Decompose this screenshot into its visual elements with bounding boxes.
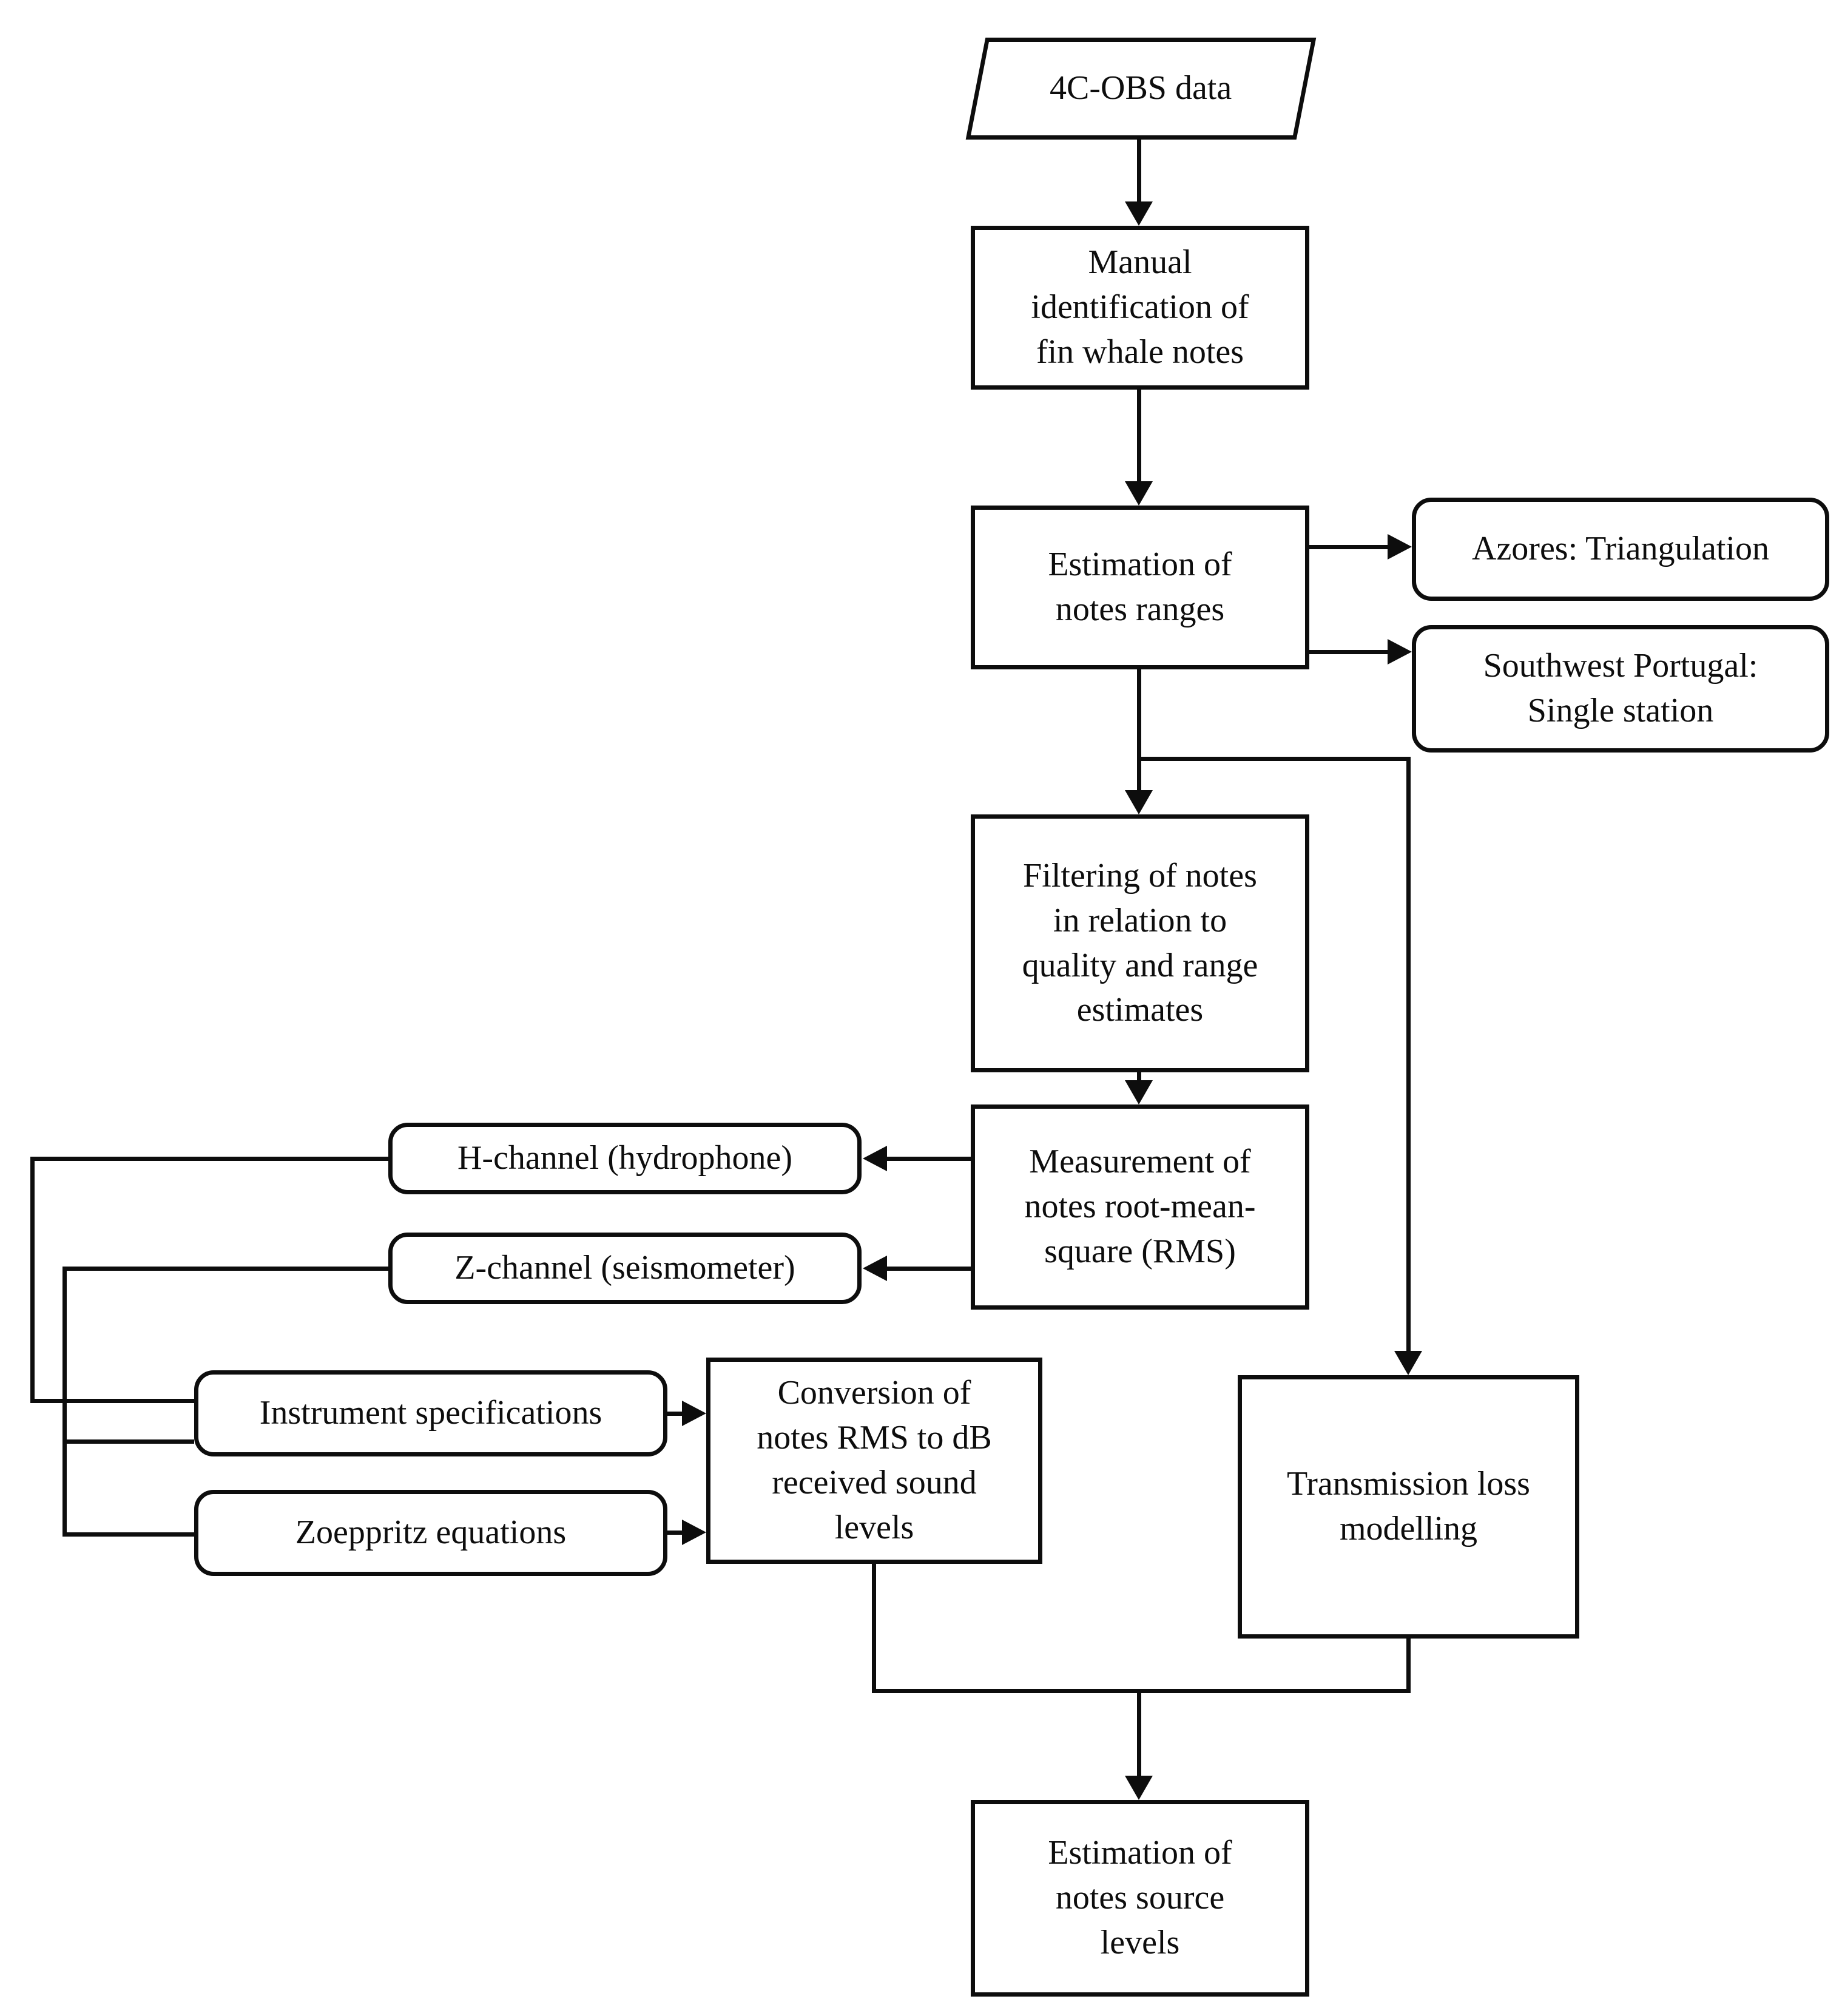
edge-merge-sourcelevels-arrowhead [1125,1776,1153,1800]
node-obs-data: 4C-OBS data [965,38,1317,140]
edge-merge-sourcelevels-line [1137,1689,1141,1776]
node-azores-triangulation-label: Azores: Triangulation [1472,530,1769,568]
node-zoeppritz-equations-label: Zoeppritz equations [295,1514,567,1552]
edge-manual-estimation-line [1137,390,1141,484]
edge-instrument-conversion-line [667,1412,683,1416]
edge-zoeppritz-conversion-line [667,1531,683,1535]
edge-obsdata-manual-line [1137,140,1141,204]
node-source-levels: Estimation of notes source levels [971,1800,1309,1997]
edge-estimation-transmission-vline [1406,757,1411,1352]
edge-estimation-swportugal-arrowhead [1388,639,1412,665]
edge-estimation-transmission-hline [1137,757,1411,761]
edge-zchannel-instrument-hline1 [62,1267,388,1271]
node-instrument-specifications-label: Instrument specifications [259,1394,602,1432]
edge-manual-estimation-arrowhead [1125,481,1153,506]
node-source-levels-label: Estimation of notes source levels [1048,1834,1232,1961]
edge-measurement-hchannel-arrowhead [863,1146,887,1171]
node-zoeppritz-equations: Zoeppritz equations [194,1490,667,1576]
edge-obsdata-manual-arrowhead [1125,201,1153,226]
edge-hchannel-instrument-vline [30,1157,35,1403]
edge-estimation-filtering-line [1137,669,1141,790]
edge-merge-hline [872,1689,1411,1693]
edge-measurement-zchannel-arrowhead [863,1256,887,1281]
node-instrument-specifications: Instrument specifications [194,1370,667,1456]
node-filtering-notes: Filtering of notes in relation to qualit… [971,814,1309,1072]
edge-estimation-azores-line [1309,545,1390,549]
edge-hchannel-instrument-hline2 [30,1399,194,1403]
node-southwest-portugal: Southwest Portugal: Single station [1412,625,1829,753]
node-obs-data-label: 4C-OBS data [1050,69,1232,107]
edge-estimation-filtering-arrowhead [1125,790,1153,814]
node-filtering-notes-label: Filtering of notes in relation to qualit… [1022,856,1258,1029]
node-estimation-ranges-label: Estimation of notes ranges [1048,546,1232,628]
node-h-channel: H-channel (hydrophone) [388,1123,862,1194]
edge-filtering-measurement-line [1137,1072,1141,1083]
node-z-channel-label: Z-channel (seismometer) [454,1249,795,1287]
node-z-channel: Z-channel (seismometer) [388,1233,862,1304]
node-southwest-portugal-label: Southwest Portugal: Single station [1483,647,1758,729]
edge-zchannel-vline [62,1267,67,1537]
edge-measurement-hchannel-line [887,1157,971,1161]
node-h-channel-label: H-channel (hydrophone) [457,1139,792,1177]
node-manual-identification-label: Manual identification of fin whale notes [1031,243,1249,371]
edge-zchannel-zoeppritz-hline [62,1532,194,1537]
node-measurement-rms-label: Measurement of notes root-mean- square (… [1024,1143,1256,1270]
node-estimation-ranges: Estimation of notes ranges [971,506,1309,669]
edge-estimation-transmission-arrowhead [1394,1351,1422,1375]
node-manual-identification: Manual identification of fin whale notes [971,226,1309,390]
edge-instrument-conversion-arrowhead [682,1401,706,1426]
edge-estimation-swportugal-line [1309,650,1390,654]
node-measurement-rms: Measurement of notes root-mean- square (… [971,1104,1309,1310]
edge-filtering-measurement-arrowhead [1125,1080,1153,1104]
edge-estimation-azores-arrowhead [1388,534,1412,560]
edge-conversion-merge-vline [872,1564,876,1693]
edge-measurement-zchannel-line [887,1267,971,1271]
node-transmission-loss-label: Transmission loss modelling [1287,1465,1530,1548]
node-transmission-loss: Transmission loss modelling [1238,1375,1579,1639]
node-conversion-db-label: Conversion of notes RMS to dB received s… [757,1374,992,1546]
node-conversion-db: Conversion of notes RMS to dB received s… [706,1358,1042,1564]
edge-zoeppritz-conversion-arrowhead [682,1520,706,1545]
edge-hchannel-instrument-hline1 [30,1157,388,1161]
edge-zchannel-instrument-hline2 [62,1439,194,1444]
edge-transmission-merge-vline [1406,1639,1411,1693]
node-azores-triangulation: Azores: Triangulation [1412,498,1829,601]
